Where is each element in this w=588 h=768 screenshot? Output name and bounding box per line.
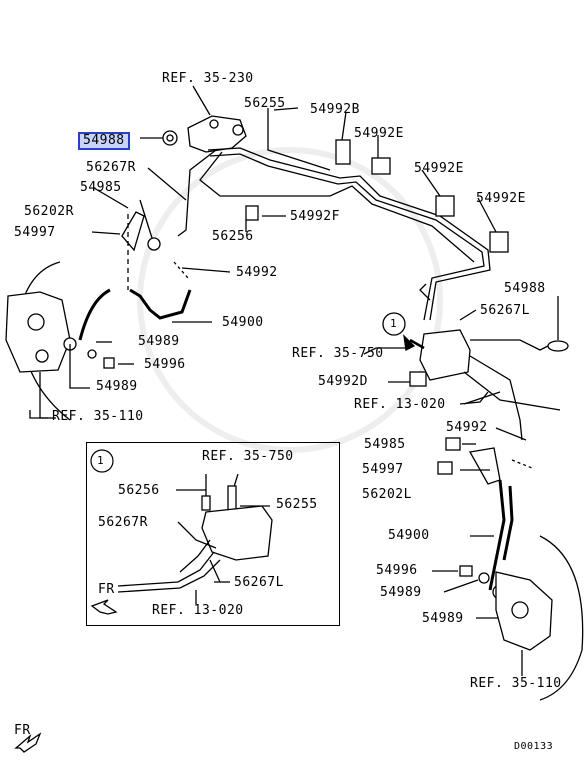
clip-54992E-3	[489, 231, 509, 253]
label-54992: 54992	[236, 265, 278, 280]
inset-label-ref-35-750: REF. 35-750	[202, 449, 294, 464]
label-54900-left: 54900	[222, 315, 264, 330]
label-56256: 56256	[212, 229, 254, 244]
label-54992e-3: 54992E	[476, 191, 526, 206]
label-54992-right: 54992	[446, 420, 488, 435]
inset-label-56256: 56256	[118, 483, 160, 498]
clip-54992E-1	[371, 157, 391, 175]
clip-54992F	[245, 205, 259, 221]
part-54988-right	[547, 340, 569, 352]
inset-fr-arrow	[90, 599, 118, 615]
label-56267r: 56267R	[86, 160, 136, 175]
inset-label-ref-13-020: REF. 13-020	[152, 603, 244, 618]
inset-abs-unit	[201, 505, 273, 561]
label-ref-35-750: REF. 35-750	[292, 346, 384, 361]
inset-label-56255: 56255	[276, 497, 318, 512]
label-54992e-2: 54992E	[414, 161, 464, 176]
fr-arrow-icon	[14, 732, 42, 753]
label-56202l: 56202L	[362, 487, 412, 502]
diagram-code: D00133	[514, 741, 554, 752]
label-54992f: 54992F	[290, 209, 340, 224]
label-54985-right: 54985	[364, 437, 406, 452]
label-ref-35-230: REF. 35-230	[162, 71, 254, 86]
clip-54992E-2	[435, 195, 455, 217]
watermark	[137, 147, 443, 453]
label-fr: FR	[14, 723, 31, 738]
label-ref-13-020: REF. 13-020	[354, 397, 446, 412]
label-56267l: 56267L	[480, 303, 530, 318]
label-54989-b: 54989	[96, 379, 138, 394]
label-54989-right-b: 54989	[422, 611, 464, 626]
label-54989-a: 54989	[138, 334, 180, 349]
inset-label-56267l: 56267L	[234, 575, 284, 590]
label-54988-highlighted[interactable]: 54988	[78, 132, 130, 150]
label-ref-35-110-left: REF. 35-110	[52, 409, 144, 424]
label-ref-35-110-right: REF. 35-110	[470, 676, 562, 691]
hose-54900-left	[78, 288, 111, 341]
disc-right	[539, 535, 584, 701]
caliper-left	[5, 291, 71, 373]
circle-ref-main	[382, 312, 406, 336]
abs-unit	[419, 329, 471, 381]
label-56202r: 56202R	[24, 204, 74, 219]
label-54997-left: 54997	[14, 225, 56, 240]
label-54989-right-a: 54989	[380, 585, 422, 600]
label-54996-right: 54996	[376, 563, 418, 578]
clip-54992B	[335, 139, 351, 165]
label-54996-left: 54996	[144, 357, 186, 372]
circle-1-label: 1	[390, 317, 398, 330]
label-54992e-1: 54992E	[354, 126, 404, 141]
label-56255: 56255	[244, 96, 286, 111]
label-54985-left: 54985	[80, 180, 122, 195]
label-54992b: 54992B	[310, 102, 360, 117]
label-54992d: 54992D	[318, 374, 368, 389]
inset-label-fr: FR	[98, 582, 115, 597]
inset-circle-label: 1	[97, 454, 105, 467]
inset-box	[86, 442, 340, 626]
hose-54900-right	[488, 479, 506, 591]
label-54997-right: 54997	[362, 462, 404, 477]
bracket-56202R	[121, 211, 145, 252]
valve-block	[187, 115, 247, 153]
label-54900-right: 54900	[388, 528, 430, 543]
clip-54992D	[409, 371, 427, 387]
label-54988-right: 54988	[504, 281, 546, 296]
caliper-right	[495, 571, 553, 651]
inset-label-56267r: 56267R	[98, 515, 148, 530]
